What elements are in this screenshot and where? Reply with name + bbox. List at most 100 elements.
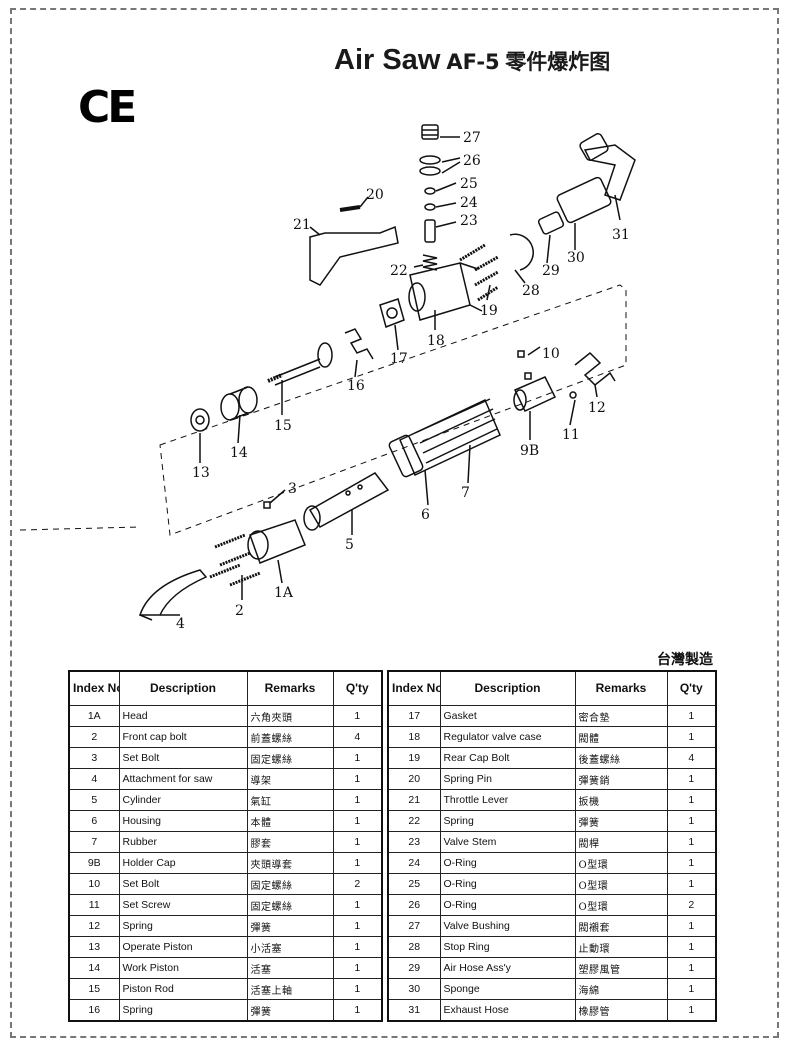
parts-table-left: Index No. Description Remarks Q'ty 1AHea… xyxy=(68,670,383,1022)
cell-qty: 1 xyxy=(332,936,383,958)
cell-index: 23 xyxy=(387,831,441,853)
cell-remarks: 閥體 xyxy=(574,726,668,748)
cell-index: 9B xyxy=(68,852,120,874)
part-label: 10 xyxy=(542,346,560,362)
made-in-taiwan-label: 台灣製造 xyxy=(657,652,713,668)
part-label: 20 xyxy=(366,187,384,203)
cell-remarks: 固定螺絲 xyxy=(246,873,334,895)
cell-qty: 1 xyxy=(666,936,717,958)
cell-remarks: 密合墊 xyxy=(574,705,668,727)
cell-qty: 1 xyxy=(332,747,383,769)
part-label: 12 xyxy=(588,400,606,416)
parts-table-right: Index No. Description Remarks Q'ty 17Gas… xyxy=(387,670,717,1022)
header-remarks: Remarks xyxy=(246,670,334,706)
cell-remarks: 六角夾頭 xyxy=(246,705,334,727)
cell-remarks: 本體 xyxy=(246,810,334,832)
cell-index: 14 xyxy=(68,957,120,979)
cell-description: Attachment for saw xyxy=(118,768,248,790)
cell-description: Regulator valve case xyxy=(439,726,576,748)
header-description: Description xyxy=(439,670,576,706)
cell-qty: 1 xyxy=(332,810,383,832)
cell-remarks: 夾頭導套 xyxy=(246,852,334,874)
part-label: 22 xyxy=(390,263,408,279)
cell-description: Sponge xyxy=(439,978,576,1000)
part-label: 6 xyxy=(421,507,430,523)
header-qty: Q'ty xyxy=(332,670,383,706)
part-label: 4 xyxy=(176,616,185,630)
part-label: 17 xyxy=(390,351,408,367)
cell-index: 1A xyxy=(68,705,120,727)
cell-description: Gasket xyxy=(439,705,576,727)
cell-qty: 1 xyxy=(332,789,383,811)
cell-index: 24 xyxy=(387,852,441,874)
cell-remarks: 導架 xyxy=(246,768,334,790)
part-label: 27 xyxy=(463,130,481,146)
cell-description: Head xyxy=(118,705,248,727)
part-label: 28 xyxy=(522,283,540,299)
cell-description: Spring xyxy=(118,915,248,937)
cell-qty: 1 xyxy=(332,978,383,1000)
part-label: 24 xyxy=(460,195,478,211)
cell-remarks: 海綿 xyxy=(574,978,668,1000)
cell-description: Stop Ring xyxy=(439,936,576,958)
cell-qty: 1 xyxy=(666,873,717,895)
title-chinese: 零件爆炸图 xyxy=(505,50,611,74)
part-label: 21 xyxy=(293,217,311,233)
cell-qty: 1 xyxy=(332,831,383,853)
cell-index: 6 xyxy=(68,810,120,832)
cell-remarks: 固定螺絲 xyxy=(246,894,334,916)
part-label: 16 xyxy=(347,378,365,394)
cell-qty: 1 xyxy=(666,831,717,853)
cell-index: 31 xyxy=(387,999,441,1022)
cell-index: 2 xyxy=(68,726,120,748)
cell-index: 13 xyxy=(68,936,120,958)
cell-qty: 2 xyxy=(332,873,383,895)
cell-index: 11 xyxy=(68,894,120,916)
cell-qty: 1 xyxy=(666,705,717,727)
part-label: 13 xyxy=(192,465,210,481)
cell-description: Rubber xyxy=(118,831,248,853)
cell-index: 20 xyxy=(387,768,441,790)
title-model: AF-5 xyxy=(446,50,500,74)
part-label: 7 xyxy=(461,485,470,501)
cell-index: 16 xyxy=(68,999,120,1022)
cell-index: 22 xyxy=(387,810,441,832)
part-label: 3 xyxy=(288,481,297,497)
page-frame xyxy=(10,8,779,1038)
cell-qty: 4 xyxy=(332,726,383,748)
cell-remarks: 膠套 xyxy=(246,831,334,853)
cell-description: Set Bolt xyxy=(118,873,248,895)
cell-index: 18 xyxy=(387,726,441,748)
part-label: 1A xyxy=(274,585,294,601)
part-label: 5 xyxy=(345,537,354,553)
cell-description: Valve Bushing xyxy=(439,915,576,937)
part-label: 25 xyxy=(460,176,478,192)
cell-remarks: 彈簧 xyxy=(246,999,334,1022)
cell-qty: 2 xyxy=(666,894,717,916)
cell-remarks: 彈簧銷 xyxy=(574,768,668,790)
cell-qty: 1 xyxy=(666,978,717,1000)
cell-qty: 1 xyxy=(666,915,717,937)
cell-description: Holder Cap xyxy=(118,852,248,874)
cell-index: 19 xyxy=(387,747,441,769)
part-label: 29 xyxy=(542,263,560,279)
cell-description: Spring xyxy=(118,999,248,1022)
cell-description: Spring xyxy=(439,810,576,832)
cell-remarks: 活塞 xyxy=(246,957,334,979)
cell-index: 30 xyxy=(387,978,441,1000)
cell-remarks: O型環 xyxy=(574,873,668,895)
cell-qty: 1 xyxy=(332,894,383,916)
cell-index: 29 xyxy=(387,957,441,979)
